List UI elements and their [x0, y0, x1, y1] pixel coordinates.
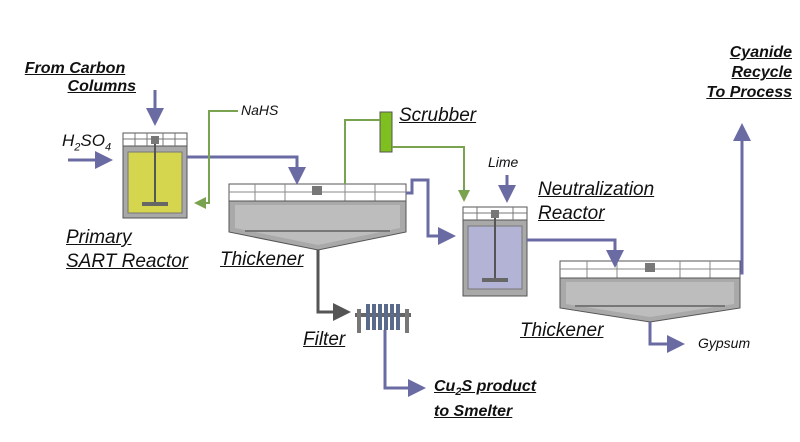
cu2s-product-label: Cu2S product to Smelter	[434, 378, 537, 421]
thickener-1	[228, 183, 407, 251]
thickener-offgas-to-scrubber-line	[344, 119, 380, 184]
cyanide-recycle-arrow	[733, 123, 751, 275]
gypsum-label: Gypsum	[698, 335, 751, 351]
filter-press	[355, 304, 411, 333]
gypsum-underflow-arrow	[648, 322, 685, 353]
thickener-2-label: Thickener	[520, 320, 604, 341]
thickener-1-label: Thickener	[220, 249, 304, 270]
lime-label: Lime	[488, 154, 519, 170]
from-carbon-columns-label: From Carbon Columns	[24, 60, 136, 95]
neutralization-to-thickener-arrow	[527, 238, 624, 268]
scrubber-label: Scrubber	[399, 105, 477, 126]
primary-sart-reactor-label: Primary SART Reactor	[66, 227, 189, 272]
primary-sart-reactor	[122, 132, 188, 219]
thickener-underflow-to-filter-arrow	[316, 250, 351, 321]
acid-feed-label: H2SO4	[62, 131, 112, 154]
filter-to-smelter-arrow	[383, 330, 426, 397]
filter-label: Filter	[303, 329, 346, 350]
neutralization-reactor-label: Neutralization Reactor	[538, 179, 655, 224]
thickener-2	[559, 260, 741, 323]
cyanide-recycle-label: Cyanide Recycle To Process	[706, 44, 792, 101]
scrubber-unit	[379, 111, 393, 153]
sart-to-thickener-arrow	[187, 155, 306, 185]
thickener-overflow-to-neutralization-arrow	[406, 178, 456, 245]
scrubber-to-neutralization-arrow	[392, 146, 470, 202]
nahs-feed-arrow	[194, 110, 238, 209]
neutralization-reactor	[462, 206, 528, 297]
nahs-label: NaHS	[241, 102, 279, 118]
